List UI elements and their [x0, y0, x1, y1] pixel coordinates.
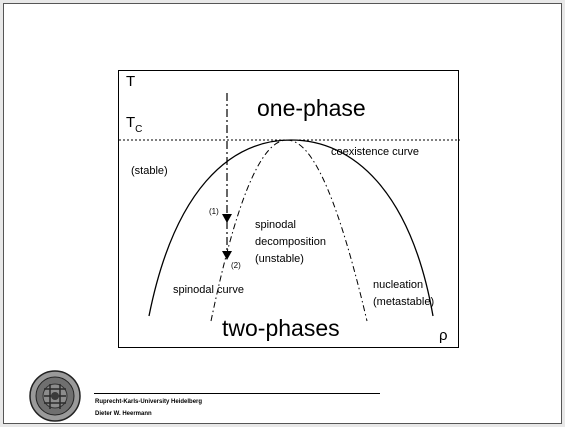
spinodal-curve-label: spinodal curve: [173, 284, 244, 296]
two-phases-label: two-phases: [222, 315, 340, 341]
footer-divider: [94, 393, 380, 394]
university-name: Ruprecht-Karls-University Heidelberg: [95, 399, 203, 405]
spinodal-decomposition-line-1: spinodal: [255, 219, 296, 231]
nucleation-line-1: nucleation: [373, 279, 424, 291]
author-name: Dieter W. Heermann: [95, 411, 152, 417]
quench-arrow-head-1: [222, 214, 232, 223]
axis-tc-label: TC: [126, 114, 142, 135]
axis-tc-subscript: C: [135, 124, 143, 135]
university-seal-logo: [29, 370, 81, 422]
spinodal-curve: [210, 139, 368, 322]
nucleation-line-2: (metastable): [373, 296, 435, 308]
spinodal-decomposition-line-3: (unstable): [255, 253, 304, 265]
stable-label: (stable): [131, 165, 168, 177]
step-1-label: (1): [209, 207, 219, 216]
spinodal-decomposition-line-2: decomposition: [255, 236, 326, 248]
axis-rho-label: ρ: [439, 327, 448, 344]
coexistence-curve-label: coexistence curve: [331, 146, 420, 158]
phase-diagram: T TC one-phase (stable) coexistence curv…: [118, 70, 460, 348]
step-2-label: (2): [231, 261, 241, 270]
slide: T TC one-phase (stable) coexistence curv…: [3, 3, 562, 424]
one-phase-label: one-phase: [257, 95, 366, 121]
axis-t-label: T: [126, 73, 136, 90]
axis-tc-main: T: [126, 114, 136, 131]
phase-diagram-svg: [119, 93, 460, 322]
quench-arrow-head-2: [222, 251, 232, 260]
